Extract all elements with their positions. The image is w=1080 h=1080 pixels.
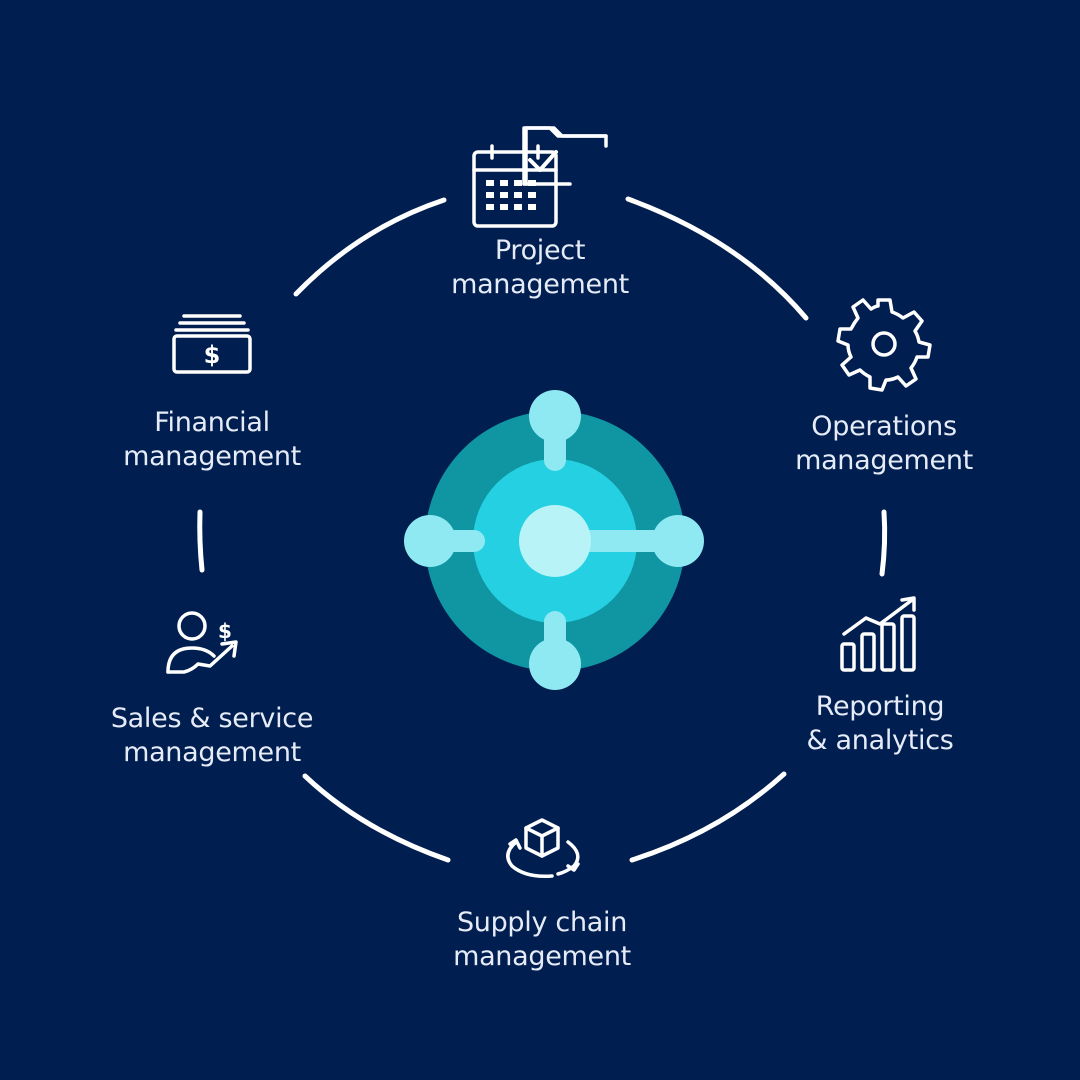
module-project-management: Project management [420,120,660,302]
logo-node-top [529,390,581,442]
label-line: Project [494,235,586,266]
module-label: Supply chain management [422,906,662,974]
ring-arc-financial-project [293,197,447,297]
label-line: Operations [811,411,957,442]
svg-text:$: $ [218,619,232,643]
cash-stack-icon: $ [172,314,252,374]
logo-hub [519,505,591,577]
folder-calendar-icon [472,126,608,228]
person-dollar-growth-icon: $ [166,611,238,674]
module-sales-service-management: $ Sales & service management [92,608,332,770]
logo-node-bottom [529,638,581,690]
module-label: Reporting & analytics [760,690,1000,758]
label-line: Reporting [815,691,945,722]
ring-arc-supply-sales [302,773,451,863]
label-line: management [795,445,973,476]
label-line: management [453,941,631,972]
ring-arc-reporting-supply [629,771,787,863]
bar-chart-trend-icon [840,596,916,672]
ring-arc-project-operations [625,196,809,321]
module-label: Project management [420,234,660,302]
label-line: Financial [154,407,270,438]
module-label: Sales & service management [92,702,332,770]
module-financial-management: $ Financial management [92,312,332,474]
module-supply-chain-management: Supply chain management [422,814,662,974]
module-reporting-analytics: Reporting & analytics [760,594,1000,758]
business-central-logo-icon [404,390,704,690]
label-line: & analytics [806,725,954,756]
svg-text:$: $ [204,341,221,369]
logo-node-right [652,515,704,567]
label-line: management [451,269,629,300]
label-line: Supply chain [456,907,628,938]
module-label: Financial management [92,406,332,474]
box-cycle-icon [506,818,580,879]
label-line: Sales & service [110,703,314,734]
label-line: management [123,441,301,472]
gear-icon [836,298,932,392]
logo-node-left [404,515,456,567]
module-label: Operations management [764,410,1004,478]
ring-arc-operations-reporting [879,509,888,577]
module-operations-management: Operations management [764,296,1004,478]
label-line: management [123,737,301,768]
ring-arc-sales-financial [197,509,205,573]
